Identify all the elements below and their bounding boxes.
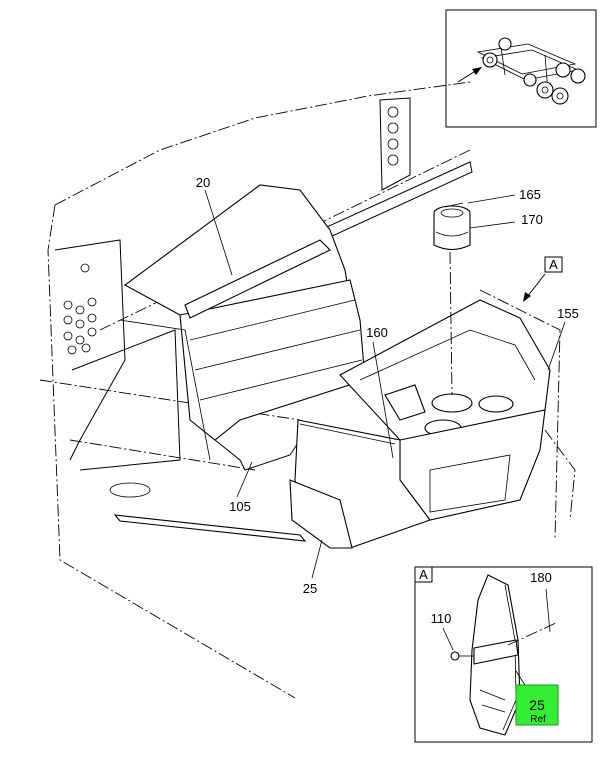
view-marker-main: A	[523, 256, 563, 302]
truck-chassis-icon	[476, 37, 586, 105]
part-25-detail-panel	[469, 574, 521, 736]
part-155-console	[339, 299, 551, 521]
part-105-rail	[109, 482, 307, 542]
callout-20: 20	[196, 175, 210, 190]
part-25-step-panel	[289, 419, 431, 549]
left-wall-panel	[54, 239, 181, 471]
view-marker-detail-label: A	[419, 567, 428, 582]
callout-170: 170	[521, 212, 543, 227]
callout-105: 105	[229, 499, 251, 514]
reference-badge-number: 25	[529, 697, 545, 713]
callout-25: 25	[303, 581, 317, 596]
detail-inset-frame	[414, 566, 593, 743]
arrow-icon	[457, 67, 482, 83]
locator-inset-frame	[445, 9, 597, 128]
view-marker-main-label: A	[549, 257, 558, 272]
callout-155: 155	[557, 306, 579, 321]
callout-160: 160	[366, 325, 388, 340]
part-110-bolt	[450, 651, 474, 661]
part-170-cup-holder	[433, 202, 471, 251]
callout-180: 180	[530, 570, 552, 585]
callout-165: 165	[519, 187, 541, 202]
callout-110: 110	[431, 611, 452, 626]
part-20-bunk-base	[119, 184, 366, 471]
detail-inset-a: A 180 110 25 Ref	[414, 566, 593, 743]
locator-inset	[445, 9, 597, 128]
reference-badge-text: Ref	[530, 714, 546, 725]
reference-badge: 25 Ref	[515, 684, 559, 726]
leader-lines	[204, 189, 566, 579]
